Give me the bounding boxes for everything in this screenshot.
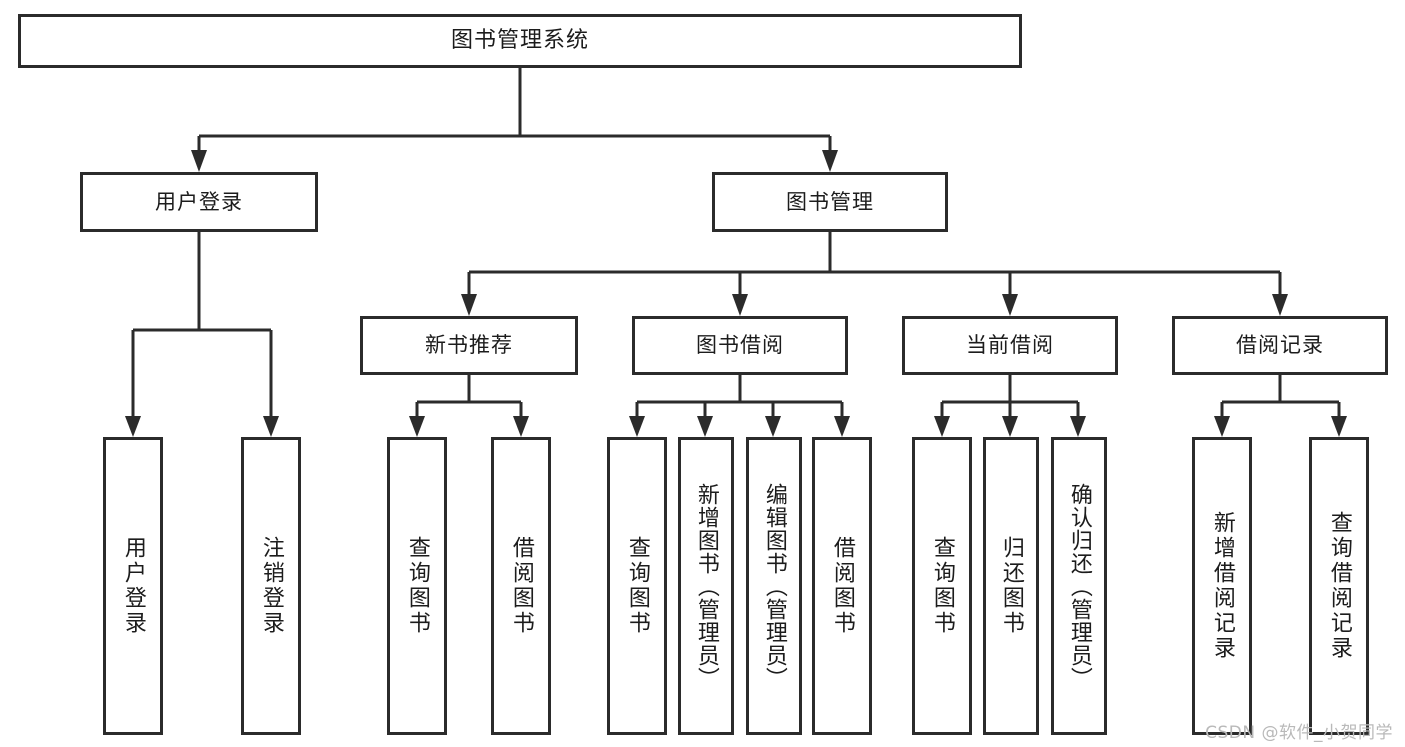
leaf-query-book-2[interactable]: 查询图书 <box>607 437 667 735</box>
arrowhead-book-manage <box>822 150 838 172</box>
leaf-confirm-return[interactable]: 确认归还（管理员） <box>1051 437 1107 735</box>
leaf-borrow-book-2[interactable]: 借阅图书 <box>812 437 872 735</box>
leaf-query-book-1[interactable]: 查询图书 <box>387 437 447 735</box>
leaf-confirm-return-label: 确认归还（管理员） <box>1066 482 1092 690</box>
arrowhead-query-book-1 <box>409 416 425 437</box>
arrowhead-add-record <box>1214 416 1230 437</box>
leaf-edit-book[interactable]: 编辑图书（管理员） <box>746 437 802 735</box>
leaf-query-book-3[interactable]: 查询图书 <box>912 437 972 735</box>
leaf-logout[interactable]: 注销登录 <box>241 437 301 735</box>
arrowhead-book-borrow <box>732 294 748 316</box>
leaf-query-book-1-label: 查询图书 <box>404 536 430 636</box>
node-borrow-record-label: 借阅记录 <box>1236 333 1324 358</box>
leaf-borrow-book-1-label: 借阅图书 <box>508 536 534 636</box>
node-user-login-label: 用户登录 <box>155 189 243 214</box>
leaf-edit-book-label: 编辑图书（管理员） <box>761 482 787 690</box>
node-book-manage-label: 图书管理 <box>786 189 874 214</box>
leaf-logout-label: 注销登录 <box>258 536 284 636</box>
arrowhead-query-record <box>1331 416 1347 437</box>
node-root[interactable]: 图书管理系统 <box>18 14 1022 68</box>
arrowhead-borrow-book-1 <box>513 416 529 437</box>
arrowhead-confirm-return <box>1070 416 1086 437</box>
node-borrow-record[interactable]: 借阅记录 <box>1172 316 1388 375</box>
node-root-label: 图书管理系统 <box>450 28 589 54</box>
leaf-return-book-label: 归还图书 <box>998 536 1024 636</box>
arrowhead-current-borrow <box>1002 294 1018 316</box>
leaf-user-login[interactable]: 用户登录 <box>103 437 163 735</box>
node-user-login[interactable]: 用户登录 <box>80 172 318 232</box>
leaf-query-book-3-label: 查询图书 <box>929 536 955 636</box>
leaf-add-book[interactable]: 新增图书（管理员） <box>678 437 734 735</box>
node-current-borrow-label: 当前借阅 <box>966 333 1054 358</box>
leaf-query-record[interactable]: 查询借阅记录 <box>1309 437 1369 735</box>
leaf-add-record-label: 新增借阅记录 <box>1209 511 1235 661</box>
leaf-query-book-2-label: 查询图书 <box>624 536 650 636</box>
node-new-book-rec-label: 新书推荐 <box>425 333 513 358</box>
leaf-add-book-label: 新增图书（管理员） <box>693 482 719 690</box>
leaf-add-record[interactable]: 新增借阅记录 <box>1192 437 1252 735</box>
arrowhead-new-book-rec <box>461 294 477 316</box>
arrowhead-query-book-3 <box>934 416 950 437</box>
node-book-borrow[interactable]: 图书借阅 <box>632 316 848 375</box>
node-current-borrow[interactable]: 当前借阅 <box>902 316 1118 375</box>
arrowhead-leaf-user-login <box>125 416 141 437</box>
arrowhead-leaf-logout <box>263 416 279 437</box>
node-book-manage[interactable]: 图书管理 <box>712 172 948 232</box>
leaf-borrow-book-2-label: 借阅图书 <box>829 536 855 636</box>
arrowhead-return-book <box>1002 416 1018 437</box>
node-new-book-rec[interactable]: 新书推荐 <box>360 316 578 375</box>
node-book-borrow-label: 图书借阅 <box>696 333 784 358</box>
leaf-borrow-book-1[interactable]: 借阅图书 <box>491 437 551 735</box>
arrowhead-user-login <box>191 150 207 172</box>
leaf-return-book[interactable]: 归还图书 <box>983 437 1039 735</box>
leaf-query-record-label: 查询借阅记录 <box>1326 511 1352 661</box>
leaf-user-login-label: 用户登录 <box>120 536 146 636</box>
arrowhead-borrow-book-2 <box>834 416 850 437</box>
arrowhead-query-book-2 <box>629 416 645 437</box>
arrowhead-borrow-record <box>1272 294 1288 316</box>
arrowhead-add-book <box>697 416 713 437</box>
watermark: CSDN @软件_小贺同学 <box>1205 723 1393 743</box>
arrowhead-edit-book <box>765 416 781 437</box>
